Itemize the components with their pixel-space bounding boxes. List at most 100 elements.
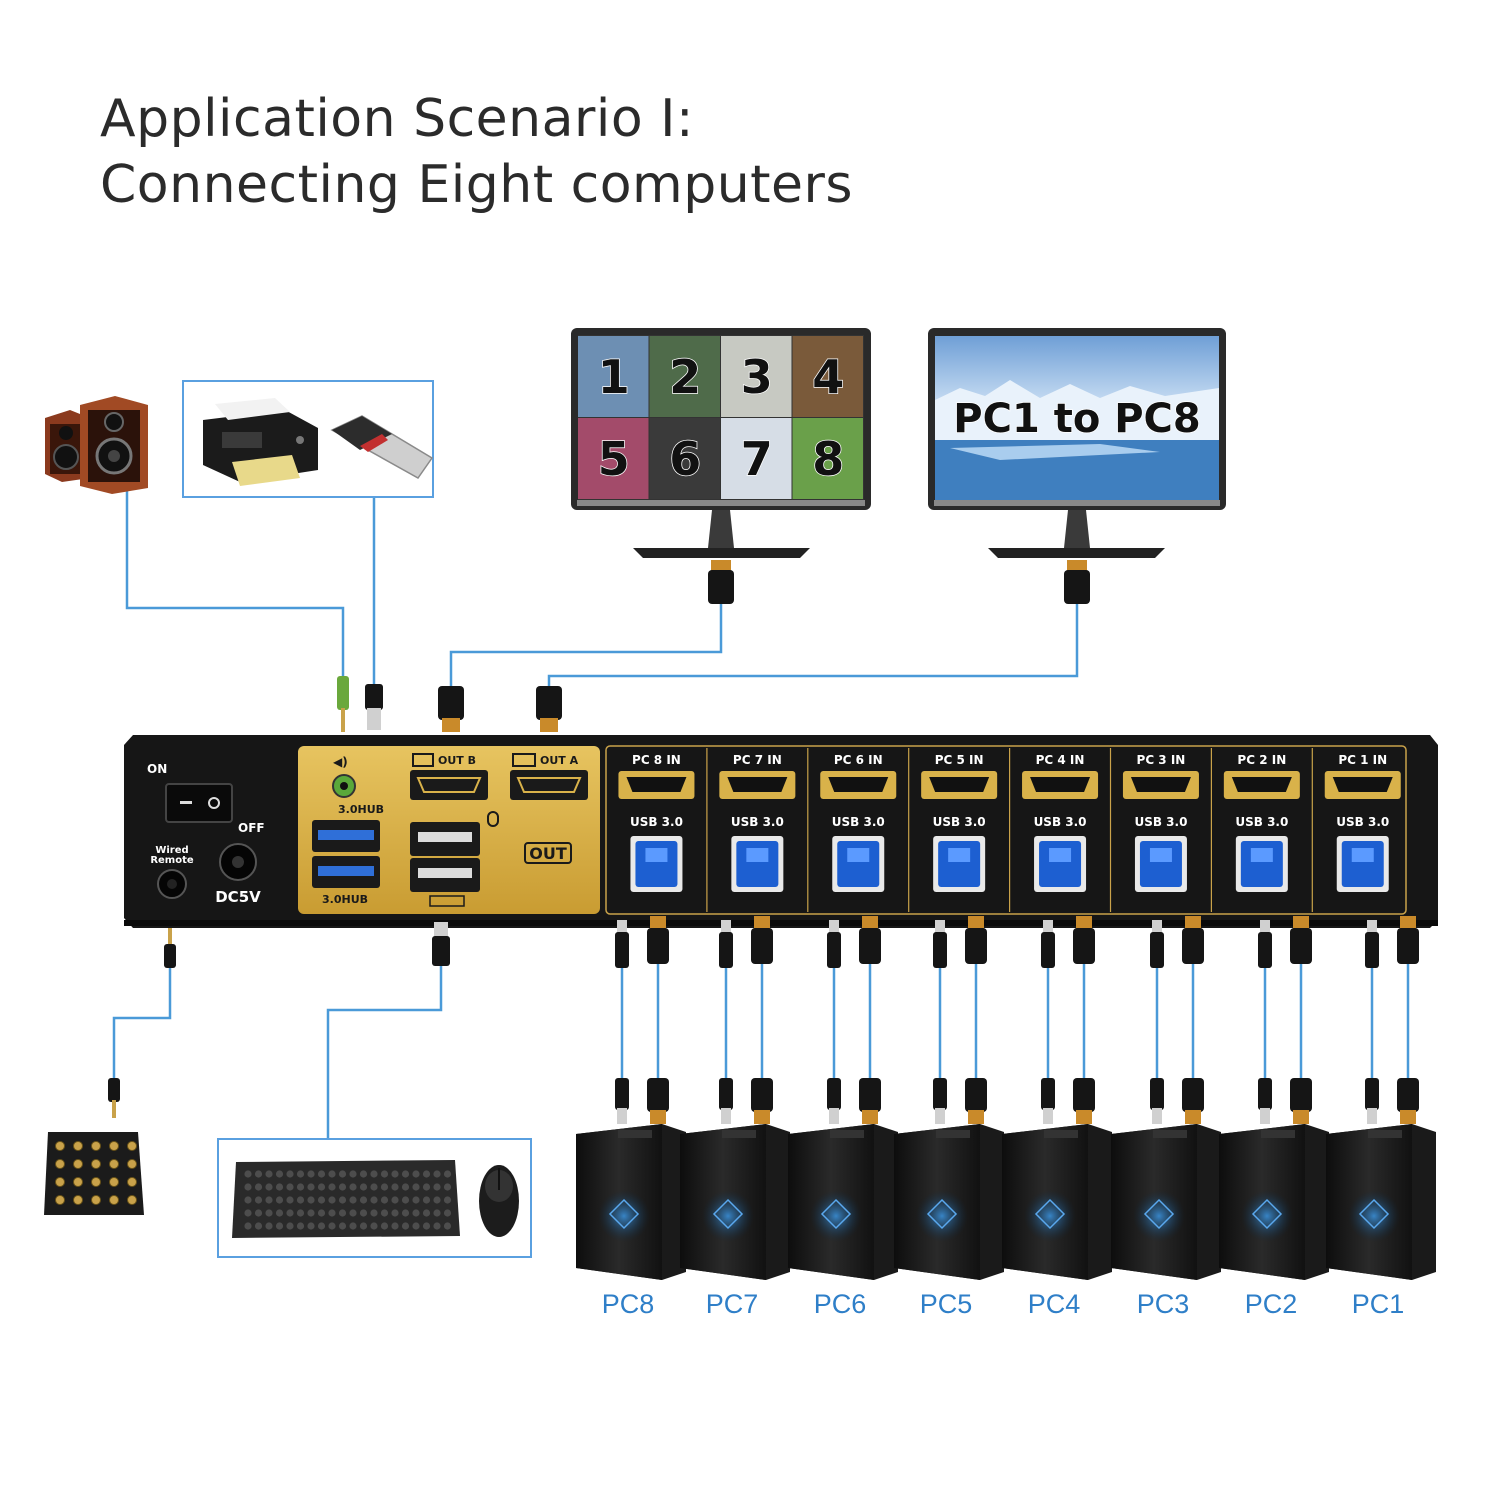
monitor-tile-number: 5 [598,432,630,486]
monitor-tile [721,336,792,417]
keyboard-key [370,1209,378,1217]
page-title: Application Scenario I: Connecting Eight… [100,86,853,218]
keypad-button [55,1141,65,1151]
monitor-tile [578,418,649,499]
keyboard-key [317,1170,326,1178]
pc-input-label: PC 8 IN [632,753,681,767]
monitor-tile-number: 6 [669,432,701,486]
monitor-tile [578,336,649,417]
audio-icon: ◀) [333,755,348,769]
keyboard-key [359,1196,368,1204]
keypad-button [109,1177,119,1187]
computer-label: PC2 [1245,1289,1298,1319]
speaker-cable [125,488,345,678]
keyboard-key [254,1196,263,1204]
pc-input-label: PC 2 IN [1237,753,1286,767]
keypad-button [73,1195,83,1205]
monitor-tile-number: 3 [741,350,773,404]
keyboard-key [370,1196,378,1204]
keyboard-key [412,1183,420,1191]
keyboard-key [275,1222,284,1230]
computer-label: PC8 [602,1289,655,1319]
keyboard-key [401,1222,410,1230]
pc-cable-pair [615,916,669,1124]
pc-cable-pair [1150,916,1204,1124]
keypad-button [91,1195,101,1205]
remote-plug-end [108,1078,120,1118]
usb-port-label: USB 3.0 [832,815,885,829]
keyboard-key [338,1183,347,1191]
power-on-label: ON [147,762,167,776]
hdmi-plug-monitor-a [708,560,734,604]
keyboard-key [349,1209,357,1217]
keyboard-key [391,1209,399,1217]
keyboard-key [391,1170,399,1178]
keypad-button [127,1141,137,1151]
keyboard-key [328,1209,336,1217]
monitor-tile [721,418,792,499]
keyboard-key [254,1209,263,1217]
remote-cable [112,966,172,1078]
keypad-button [55,1159,65,1169]
keyboard-key [391,1196,399,1204]
out-b-label: OUT B [438,754,476,767]
keyboard-key [412,1196,420,1204]
audio-plug-top [337,676,349,732]
keyboard-key [328,1222,336,1230]
keyboard-key [265,1209,273,1217]
keyboard-key [296,1183,305,1191]
out-a-label: OUT A [540,754,579,767]
pc-input-label: PC 4 IN [1036,753,1085,767]
keypad-button [91,1141,101,1151]
hdmi-plug-out-b [438,686,464,732]
pc-cable-pair [827,916,881,1124]
keyboard-key [380,1209,389,1217]
keyboard-key [359,1170,368,1178]
monitor-tile-number: 1 [598,350,630,404]
keypad-button [127,1177,137,1187]
keyboard-key [244,1222,252,1230]
pc-input-label: PC 7 IN [733,753,782,767]
pc-cable-pair [1365,916,1419,1124]
keyboard-key [244,1170,252,1178]
pc-cable-pair [719,916,773,1124]
keyboard-key [307,1209,315,1217]
mouse-icon-device [479,1165,519,1237]
usb-devices-frame [182,380,434,498]
computer-tower [1111,1124,1221,1280]
keypad-button [55,1177,65,1187]
keypad-button [127,1159,137,1169]
usb-plug-kvm-bottom [432,922,450,966]
monitor-tile-number: 7 [741,432,773,486]
usb-port-label: USB 3.0 [933,815,986,829]
keyboard-key [317,1222,326,1230]
keyboard-key [380,1183,389,1191]
computer-label: PC7 [706,1289,759,1319]
computer-label: PC6 [814,1289,867,1319]
hub-label-bottom: 3.0HUB [322,893,368,906]
keyboard-key [401,1196,410,1204]
pc-input-port-group: PC 7 IN USB 3.0 [706,748,796,912]
computer-tower [576,1124,686,1280]
computer-label: PC5 [920,1289,973,1319]
computer-label: PC4 [1028,1289,1081,1319]
keyboard-key [370,1170,378,1178]
cables-bottom-left [112,966,443,1138]
monitor-tile-number: 8 [812,432,844,486]
keyboard-key [443,1196,452,1204]
usb-port-label: USB 3.0 [731,815,784,829]
keyboard-key [401,1209,410,1217]
power-switch[interactable] [165,783,233,823]
usb-port-label: USB 3.0 [1134,815,1187,829]
monitor-b-caption: PC1 to PC8 [953,396,1200,442]
computer-tower [1219,1124,1329,1280]
keyboard-key [338,1170,347,1178]
computer-tower [1002,1124,1112,1280]
keypad-button [73,1141,83,1151]
kvm-switch: ON OFF Wired Remote DC5V ◀) 3.0HUB 3.0HU… [124,735,1438,928]
power-off-label: OFF [238,821,265,835]
